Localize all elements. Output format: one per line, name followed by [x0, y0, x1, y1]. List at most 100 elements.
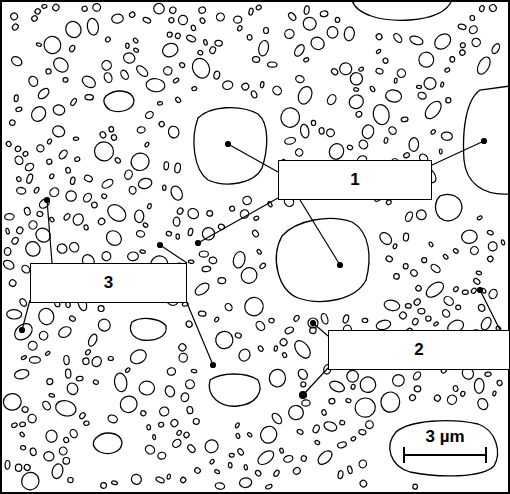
- particle: [209, 374, 260, 406]
- particle: [475, 55, 493, 76]
- particle: [71, 212, 85, 227]
- particle: [228, 462, 232, 468]
- particle: [488, 288, 499, 300]
- particle: [126, 43, 129, 48]
- particle: [312, 424, 321, 434]
- particle: [203, 39, 208, 45]
- particle: [7, 309, 22, 319]
- particle: [15, 106, 22, 112]
- particle: [97, 217, 106, 226]
- particle: [422, 258, 427, 263]
- particle: [304, 5, 310, 14]
- particle: [164, 161, 169, 170]
- large-particle: [276, 218, 369, 301]
- particle: [101, 178, 115, 190]
- particle: [63, 437, 69, 444]
- particle: [14, 368, 30, 380]
- particle: [209, 46, 217, 54]
- particle: [76, 376, 83, 381]
- particle: [439, 149, 442, 154]
- particle: [326, 93, 338, 106]
- particle: [404, 211, 414, 223]
- particle: [123, 169, 133, 180]
- particle: [391, 373, 406, 388]
- particle: [411, 318, 419, 326]
- particle: [359, 479, 368, 488]
- particle: [270, 411, 283, 425]
- particle: [63, 78, 68, 83]
- particle: [13, 155, 24, 166]
- large-particle: [194, 108, 267, 184]
- particle: [191, 25, 197, 32]
- particle: [323, 420, 338, 433]
- particle: [186, 34, 197, 43]
- particle: [422, 98, 444, 121]
- particle: [244, 464, 248, 470]
- particle: [130, 319, 166, 341]
- particle: [111, 480, 118, 485]
- particle: [209, 459, 215, 465]
- particle: [408, 394, 416, 402]
- particle: [292, 338, 314, 361]
- particle: [350, 436, 356, 442]
- particle: [430, 263, 442, 274]
- particle: [140, 410, 147, 416]
- particle: [128, 150, 152, 173]
- particle: [229, 206, 235, 212]
- particle: [180, 476, 187, 483]
- particle: [430, 129, 436, 135]
- particle: [375, 68, 383, 75]
- particle: [392, 32, 403, 44]
- particle: [4, 213, 14, 220]
- particle: [477, 215, 483, 220]
- particle: [458, 23, 467, 30]
- particle: [384, 137, 389, 143]
- particle: [162, 65, 173, 76]
- particle: [16, 187, 26, 195]
- particle: [279, 448, 284, 454]
- particle: [136, 230, 145, 238]
- particle: [173, 77, 180, 83]
- particle: [166, 231, 172, 237]
- particle: [29, 357, 40, 363]
- particle: [31, 15, 39, 22]
- particle: [350, 384, 355, 390]
- particle: [23, 464, 31, 472]
- particle: [238, 264, 260, 286]
- particle: [91, 201, 98, 208]
- particle: [299, 124, 310, 139]
- particle: [300, 381, 306, 387]
- particle: [424, 279, 447, 300]
- particle: [167, 32, 172, 37]
- particle: [9, 119, 16, 126]
- large-particles: [93, 0, 510, 476]
- particle: [101, 251, 112, 262]
- particle: [198, 6, 207, 14]
- particle: [330, 67, 339, 75]
- particle: [409, 34, 424, 46]
- particle: [339, 62, 353, 76]
- particle: [63, 19, 84, 41]
- particle: [319, 127, 325, 134]
- large-particle: [390, 421, 498, 476]
- particle: [173, 217, 180, 226]
- particle: [167, 125, 180, 139]
- particle: [283, 28, 295, 40]
- particle: [3, 393, 21, 410]
- particle: [114, 157, 121, 164]
- large-particle: [352, 0, 452, 20]
- particle: [5, 141, 12, 148]
- particle: [158, 405, 170, 417]
- particle: [235, 433, 240, 439]
- particle: [9, 12, 19, 22]
- particle: [247, 34, 253, 40]
- particle: [415, 284, 423, 292]
- particle: [16, 176, 22, 182]
- particle: [279, 106, 302, 129]
- particle: [403, 152, 410, 159]
- particle: [309, 35, 327, 52]
- particle: [423, 77, 436, 90]
- particle: [38, 197, 51, 210]
- particle: [237, 347, 252, 363]
